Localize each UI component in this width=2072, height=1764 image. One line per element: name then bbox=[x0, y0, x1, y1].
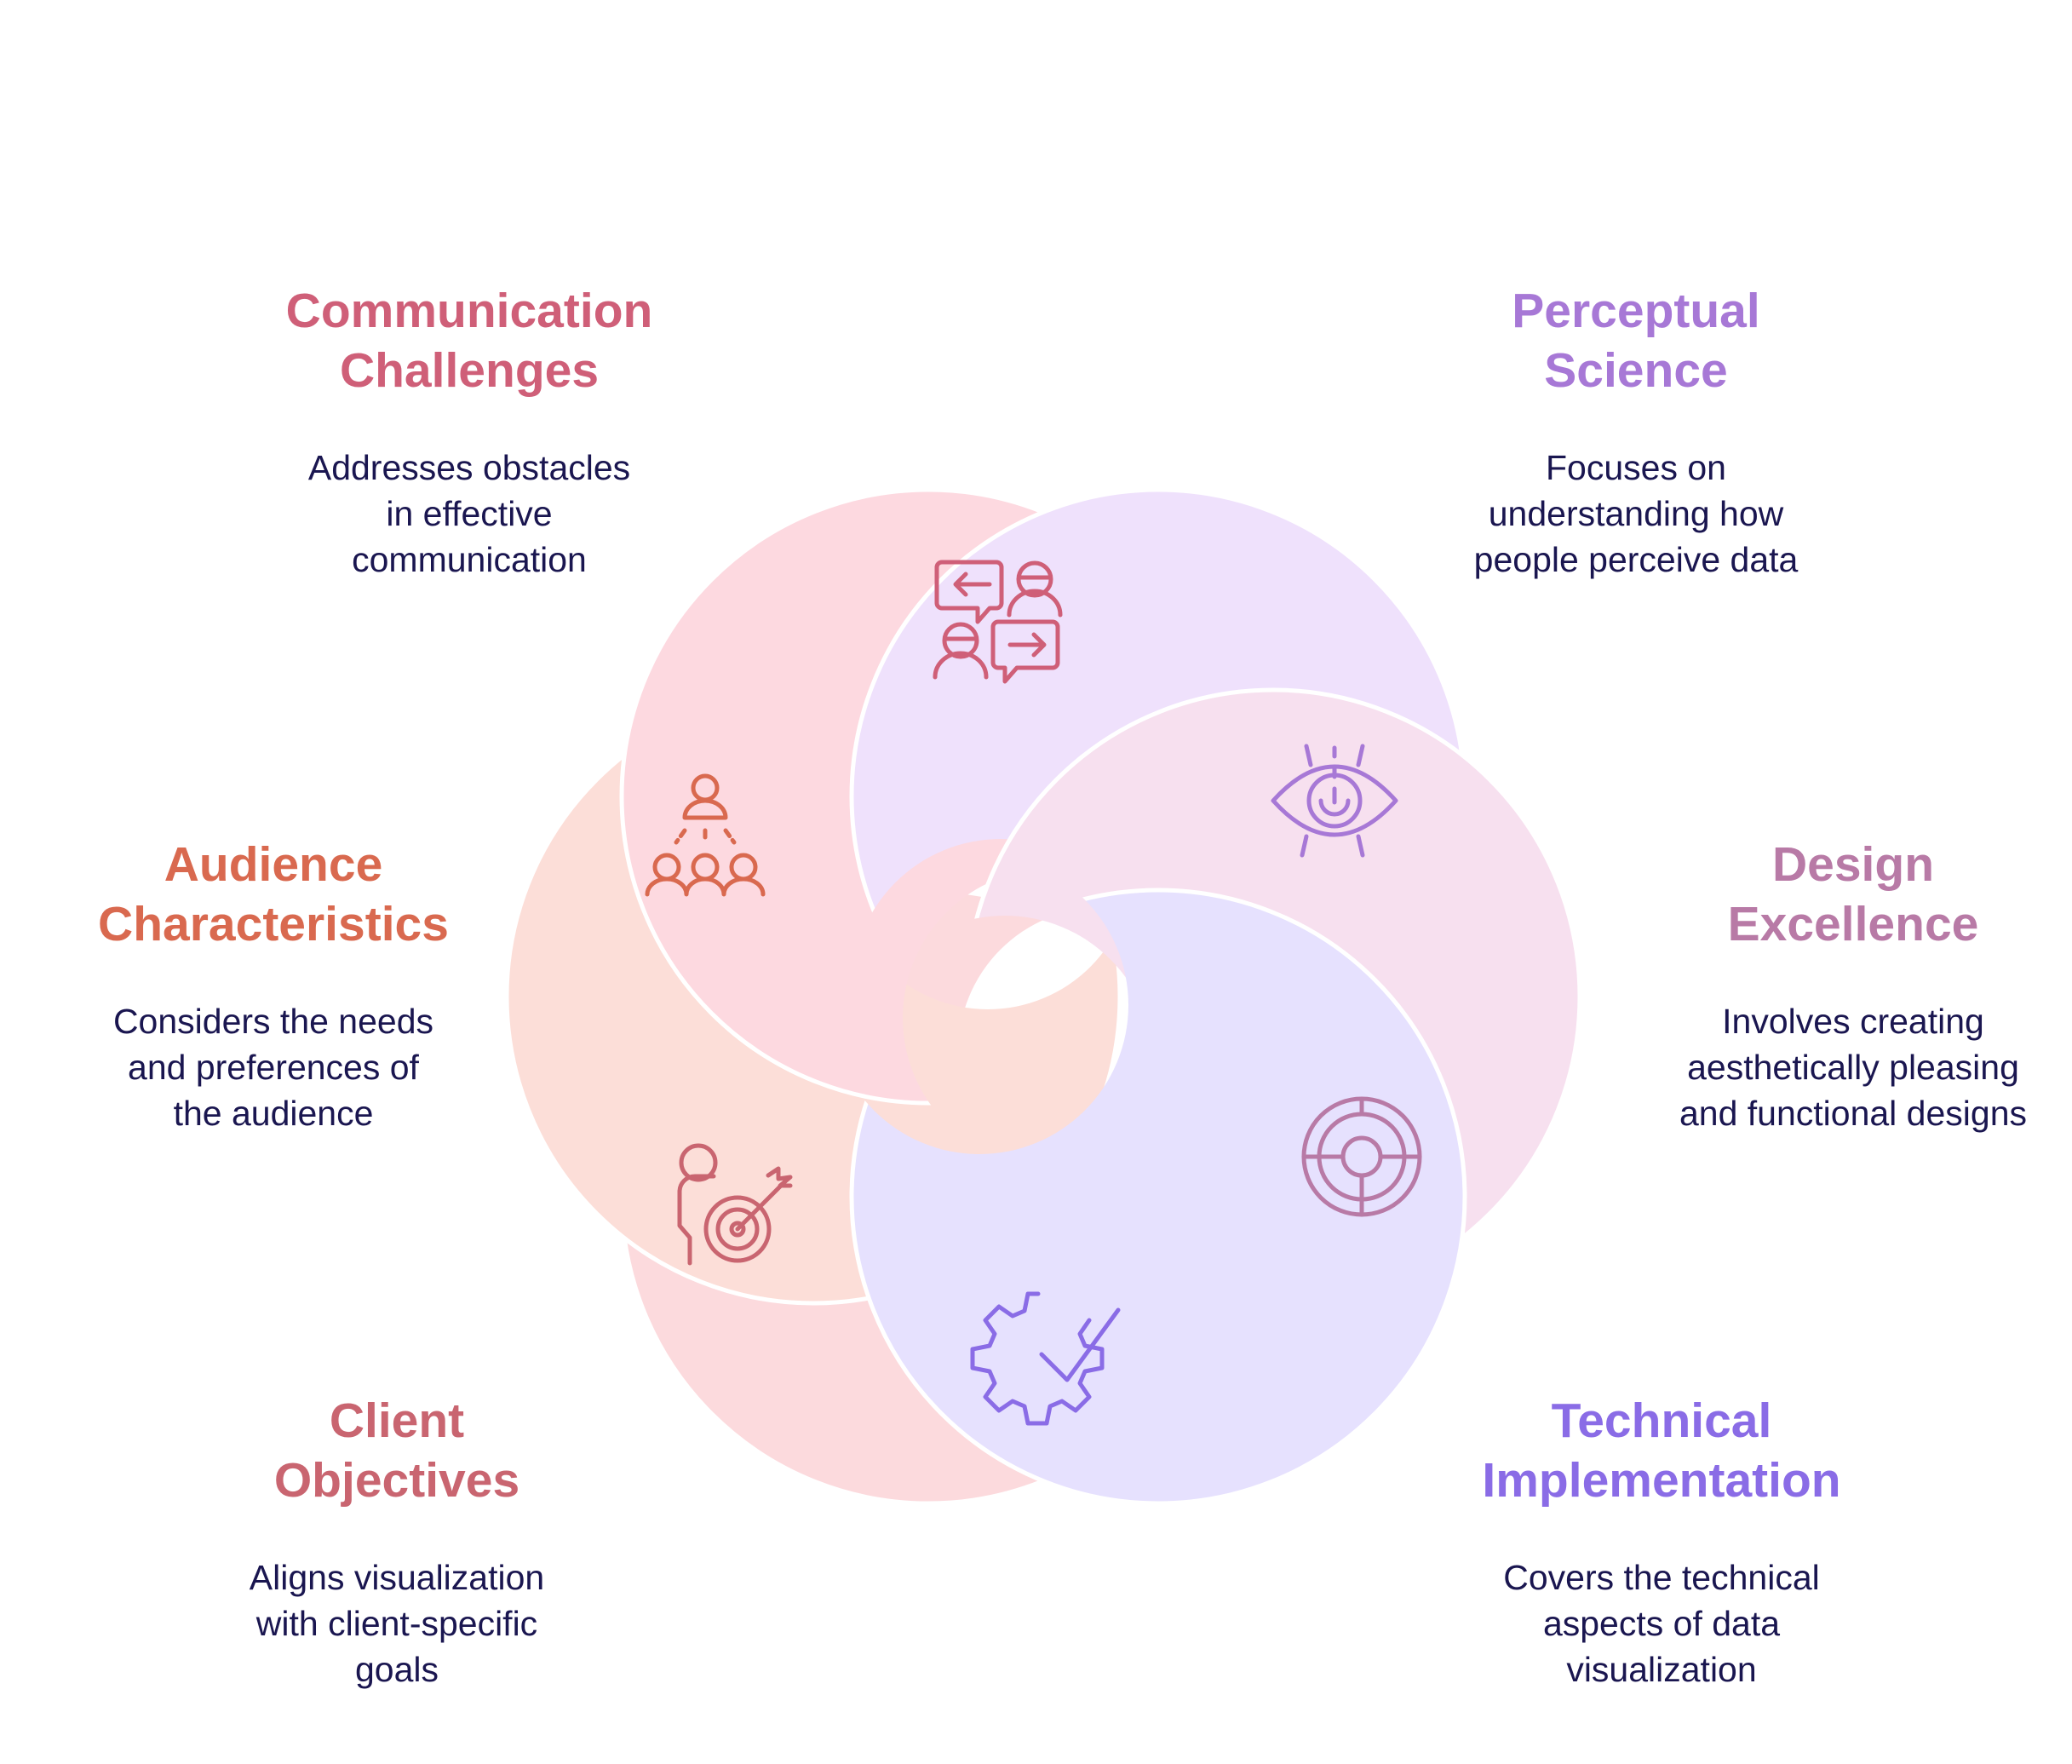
technical-description: Covers the technical aspects of data vis… bbox=[1503, 1558, 1820, 1689]
team-hierarchy-icon bbox=[645, 773, 766, 897]
communication-description: Addresses obstacles in effective communi… bbox=[307, 448, 631, 579]
communication-challenges-label: Communication Challenges Addresses obsta… bbox=[205, 281, 733, 583]
audience-characteristics-label: Audience Characteristics Considers the n… bbox=[9, 835, 537, 1136]
person-target-icon bbox=[677, 1143, 793, 1266]
technical-title: Technical Implementation bbox=[1482, 1393, 1841, 1508]
perceptual-title: Perceptual Science bbox=[1512, 284, 1760, 398]
perceptual-description: Focuses on understanding how people perc… bbox=[1473, 448, 1799, 579]
communication-title: Communication Challenges bbox=[285, 284, 653, 398]
design-excellence-label: Design Excellence Involves creating aest… bbox=[1589, 835, 2072, 1136]
petal-ring bbox=[504, 487, 1582, 1506]
gear-check-icon bbox=[970, 1291, 1121, 1426]
audience-title: Audience Characteristics bbox=[98, 837, 449, 951]
client-title: Client Objectives bbox=[273, 1393, 520, 1508]
audience-description: Considers the needs and preferences of t… bbox=[112, 1002, 434, 1133]
maze-circle-icon bbox=[1301, 1096, 1422, 1217]
perceptual-science-label: Perceptual Science Focuses on understand… bbox=[1372, 281, 1900, 583]
design-title: Design Excellence bbox=[1727, 837, 1979, 951]
design-description: Involves creating aesthetically pleasing… bbox=[1679, 1002, 2028, 1133]
client-description: Aligns visualization with client-specifi… bbox=[249, 1558, 545, 1689]
chat-exchange-icon bbox=[933, 560, 1063, 684]
technical-implementation-label: Technical Implementation Covers the tech… bbox=[1398, 1391, 1926, 1692]
client-objectives-label: Client Objectives Aligns visualization w… bbox=[133, 1391, 661, 1692]
petal-technical bbox=[849, 888, 1467, 1506]
eye-icon bbox=[1271, 744, 1398, 858]
